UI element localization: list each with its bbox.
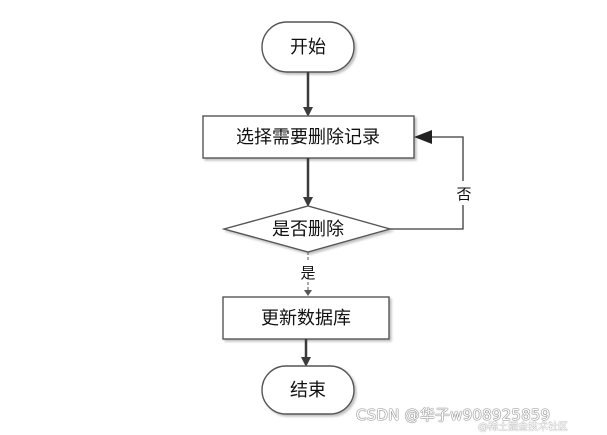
yes-label-bg: [298, 262, 318, 282]
select-records-label: 选择需要删除记录: [236, 127, 380, 148]
decision-label: 是否删除: [272, 219, 344, 240]
update-database-step: 更新数据库: [222, 296, 390, 340]
select-records-step: 选择需要删除记录: [202, 115, 415, 159]
juejin-watermark: @稀土掘金技术社区: [478, 422, 568, 433]
no-branch: 否: [390, 130, 474, 230]
no-branch-arrowhead: [414, 130, 432, 144]
yes-branch-arrowhead: [304, 290, 312, 296]
end-node: 结束: [261, 365, 355, 415]
start-node: 开始: [261, 21, 355, 73]
start-label: 开始: [290, 37, 326, 58]
no-label: 否: [456, 185, 471, 203]
update-database-label: 更新数据库: [261, 308, 351, 329]
no-label-bg: [454, 181, 474, 205]
yes-label: 是: [300, 264, 315, 282]
yes-branch: 是: [298, 252, 318, 296]
delete-decision: 是否删除: [221, 205, 393, 253]
end-label: 结束: [290, 380, 326, 401]
csdn-watermark: CSDN @华子w908925859: [356, 406, 551, 424]
